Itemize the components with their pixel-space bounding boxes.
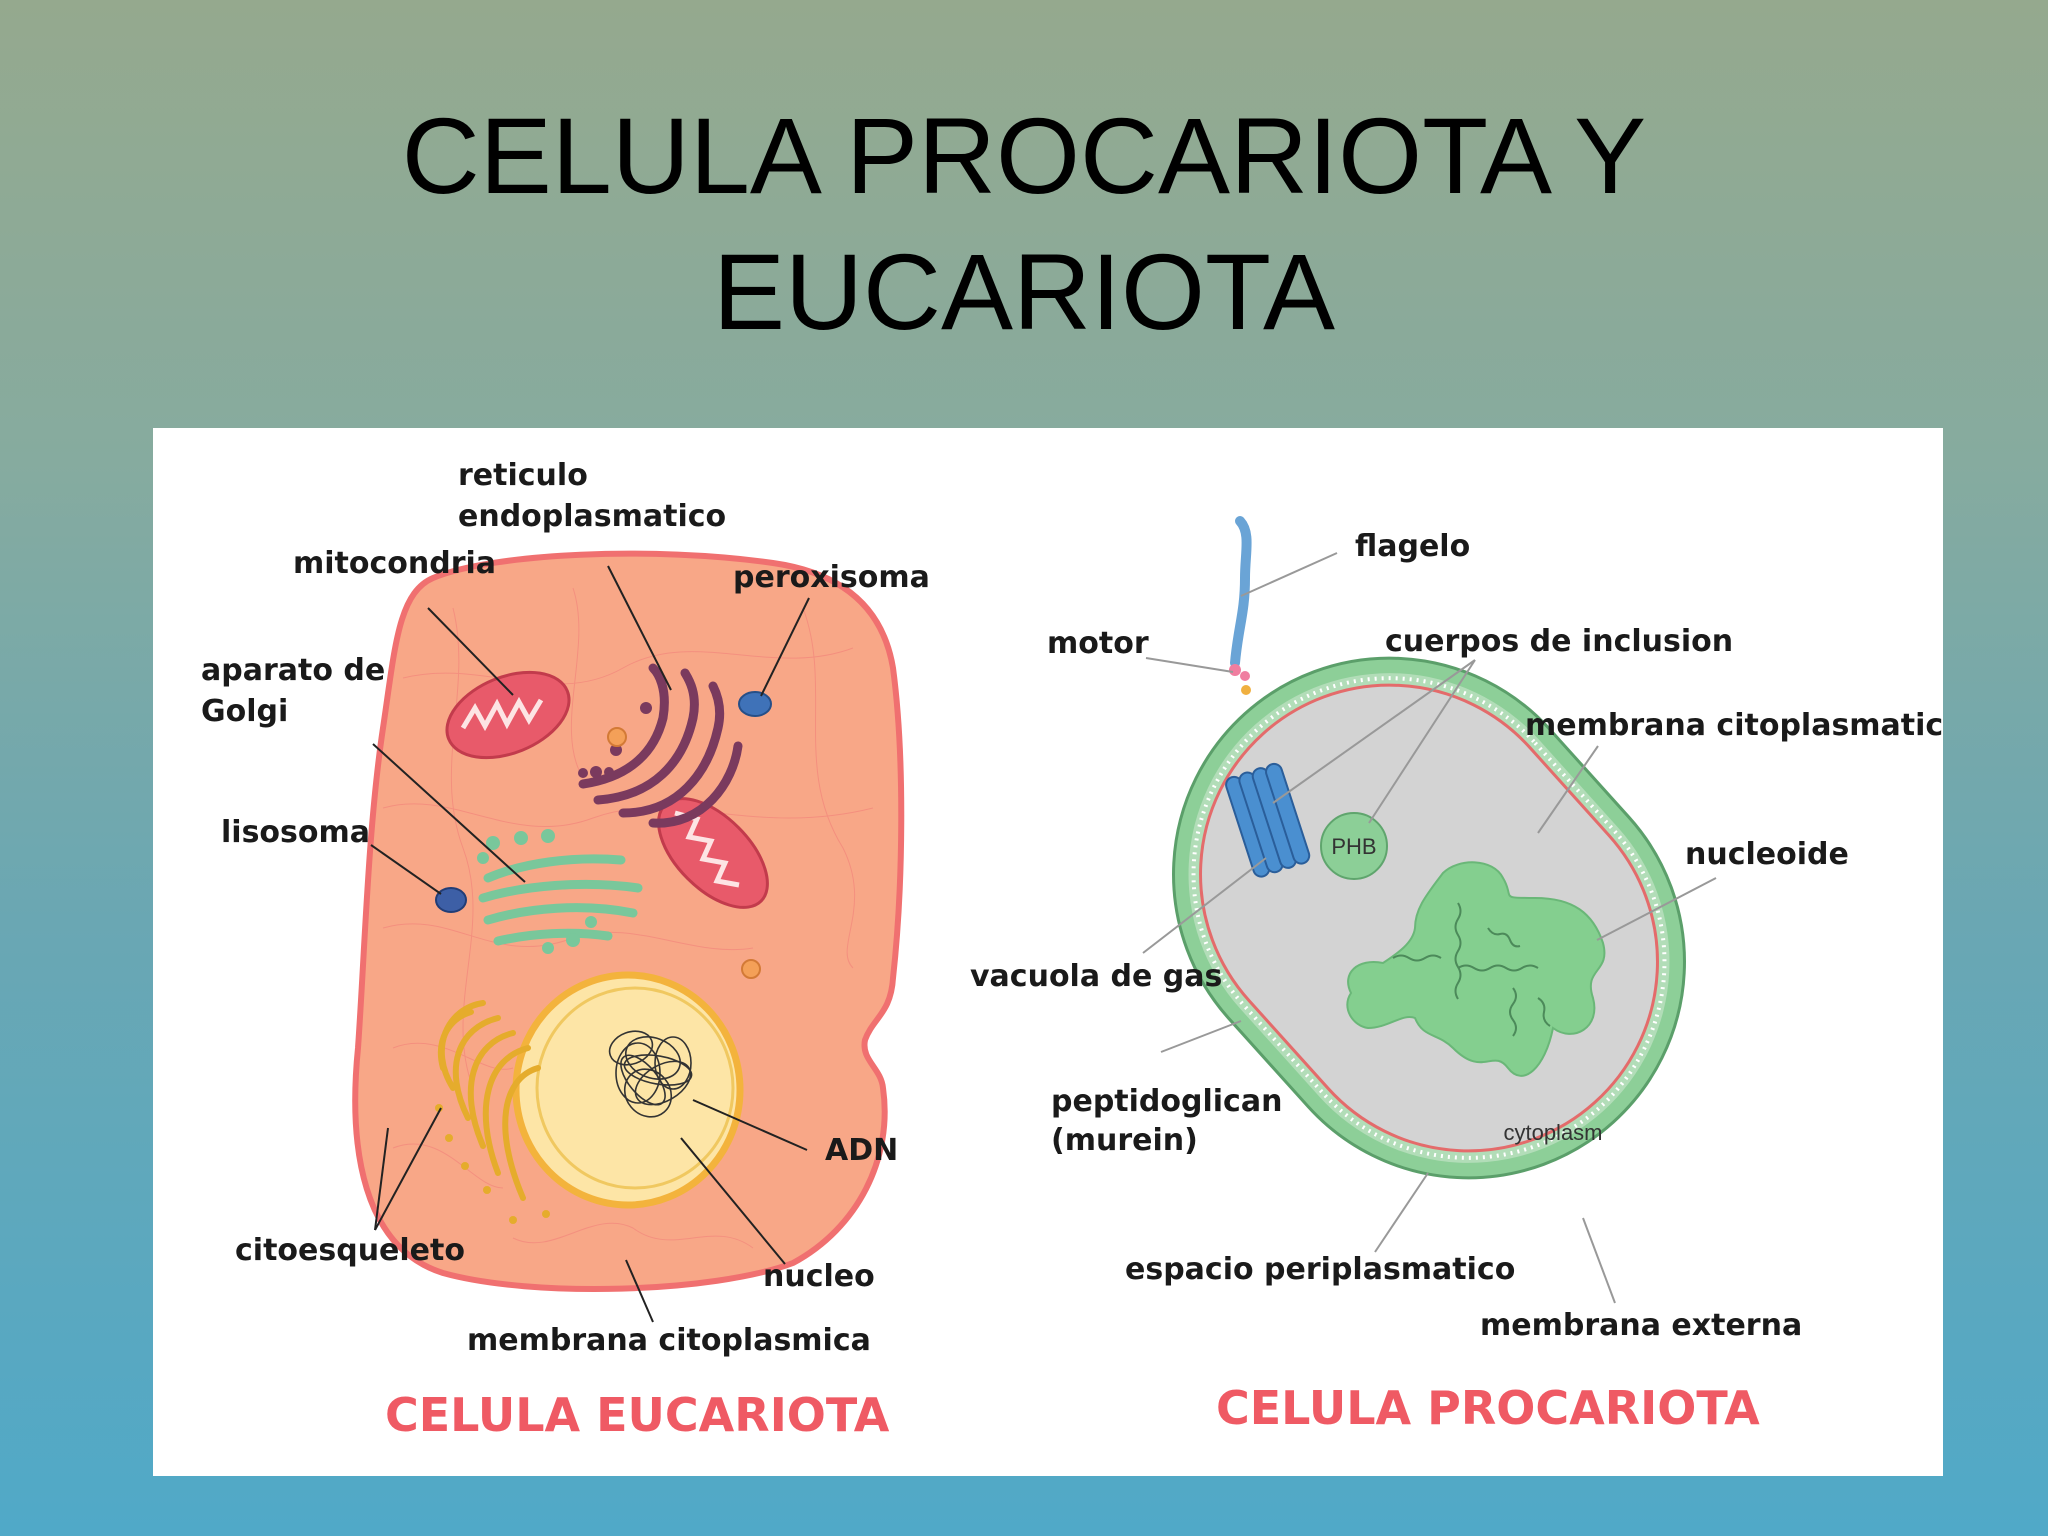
label-motor: motor [1047, 626, 1149, 661]
slide-title: CELULA PROCARIOTA Y EUCARIOTA [0, 88, 2048, 360]
small-vesicle [608, 728, 626, 746]
label-murein: (murein) [1051, 1123, 1198, 1158]
label-phb: PHB [1331, 834, 1376, 859]
label-vacuola-de-gas: vacuola de gas [970, 959, 1222, 994]
title-line-1: CELULA PROCARIOTA Y [0, 88, 2048, 224]
label-membrana-citoplasmica: membrana citoplasmica [467, 1323, 871, 1358]
label-cuerpos-de-inclusion: cuerpos de inclusion [1385, 624, 1733, 659]
eukaryotic-cell [355, 554, 901, 1289]
label-flagelo: flagelo [1355, 529, 1470, 564]
label-reticulo-2: endoplasmatico [458, 499, 726, 534]
label-reticulo-1: reticulo [458, 458, 588, 493]
caption-procariota: CELULA PROCARIOTA [1216, 1381, 1760, 1435]
peroxisome-organelle [739, 692, 771, 716]
label-nucleoide: nucleoide [1685, 837, 1849, 872]
label-membrana-externa: membrana externa [1480, 1308, 1802, 1343]
vesicle-orange [742, 960, 760, 978]
caption-eucariota: CELULA EUCARIOTA [385, 1388, 890, 1442]
label-golgi-1: aparato de [201, 653, 385, 688]
label-nucleo: nucleo [763, 1259, 875, 1294]
label-citoesqueleto: citoesqueleto [235, 1233, 465, 1268]
label-lisosoma: lisosoma [221, 815, 370, 850]
lysosome-organelle [436, 888, 466, 912]
label-mitocondria: mitocondria [293, 546, 496, 581]
label-peroxisoma: peroxisoma [733, 560, 930, 595]
label-golgi-2: Golgi [201, 694, 288, 729]
nucleus [516, 975, 740, 1205]
label-membrana-citoplasmatica: membrana citoplasmatica [1525, 708, 1943, 743]
label-espacio-periplasmatico: espacio periplasmatico [1125, 1252, 1515, 1287]
cell-diagrams: reticulo endoplasmatico mitocondria pero… [153, 428, 1943, 1476]
label-peptidoglican: peptidoglican [1051, 1084, 1282, 1119]
diagram-panel: reticulo endoplasmatico mitocondria pero… [153, 428, 1943, 1476]
flagellum [1235, 521, 1247, 663]
phb-granule: PHB [1321, 813, 1387, 879]
label-cytoplasm: cytoplasm [1503, 1120, 1602, 1145]
title-line-2: EUCARIOTA [0, 224, 2048, 360]
motor-structure [1229, 664, 1251, 695]
label-adn: ADN [825, 1133, 898, 1168]
